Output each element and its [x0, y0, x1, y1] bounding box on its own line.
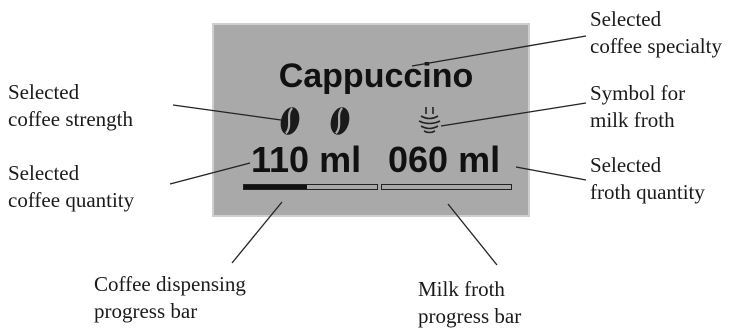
- label-line: Selected: [8, 80, 80, 104]
- leader-froth-bar: [447, 203, 498, 266]
- label-line: Symbol for: [590, 81, 686, 105]
- leader-coffee-bar: [231, 201, 283, 264]
- label-line: progress bar: [418, 304, 522, 328]
- coffee-bean-icon: [330, 107, 350, 135]
- leader-lines: [169, 35, 587, 266]
- label-selected-coffee-specialty: Selected coffee specialty: [590, 6, 722, 60]
- label-line: coffee specialty: [590, 34, 722, 58]
- label-line: Selected: [8, 161, 80, 185]
- label-line: Selected: [590, 153, 662, 177]
- leader-froth-quantity: [515, 166, 587, 181]
- label-line: coffee strength: [8, 107, 133, 131]
- label-coffee-dispensing-progress-bar: Coffee dispensing progress bar: [94, 271, 246, 325]
- label-selected-coffee-strength: Selected coffee strength: [8, 79, 133, 133]
- coffee-quantity-value: 110 ml: [251, 139, 362, 180]
- coffee-bean-icon: [280, 107, 350, 135]
- leader-coffee-quantity: [169, 162, 251, 185]
- label-line: milk froth: [590, 108, 675, 132]
- label-line: Selected: [590, 7, 662, 31]
- label-milk-froth-progress-bar: Milk froth progress bar: [418, 276, 521, 330]
- leader-milk-symbol: [440, 102, 587, 127]
- label-symbol-milk-froth: Symbol for milk froth: [590, 80, 685, 134]
- coffee-bean-icon: [280, 107, 300, 135]
- coffee-progress-fill: [244, 185, 307, 189]
- label-line: Coffee dispensing: [94, 272, 246, 296]
- leader-strength: [172, 104, 282, 121]
- label-line: progress bar: [94, 299, 198, 323]
- label-selected-froth-quantity: Selected froth quantity: [590, 152, 705, 206]
- coffee-progress-bar: [243, 184, 378, 190]
- label-line: coffee quantity: [8, 188, 135, 212]
- coffee-specialty-name: Cappuccino: [278, 57, 474, 95]
- leader-specialty: [411, 35, 587, 67]
- label-line: froth quantity: [590, 180, 705, 204]
- milk-froth-icon: [418, 107, 441, 134]
- label-selected-coffee-quantity: Selected coffee quantity: [8, 160, 134, 214]
- froth-quantity-value: 060 ml: [388, 139, 501, 180]
- label-line: Milk froth: [418, 277, 505, 301]
- froth-progress-bar: [381, 184, 512, 190]
